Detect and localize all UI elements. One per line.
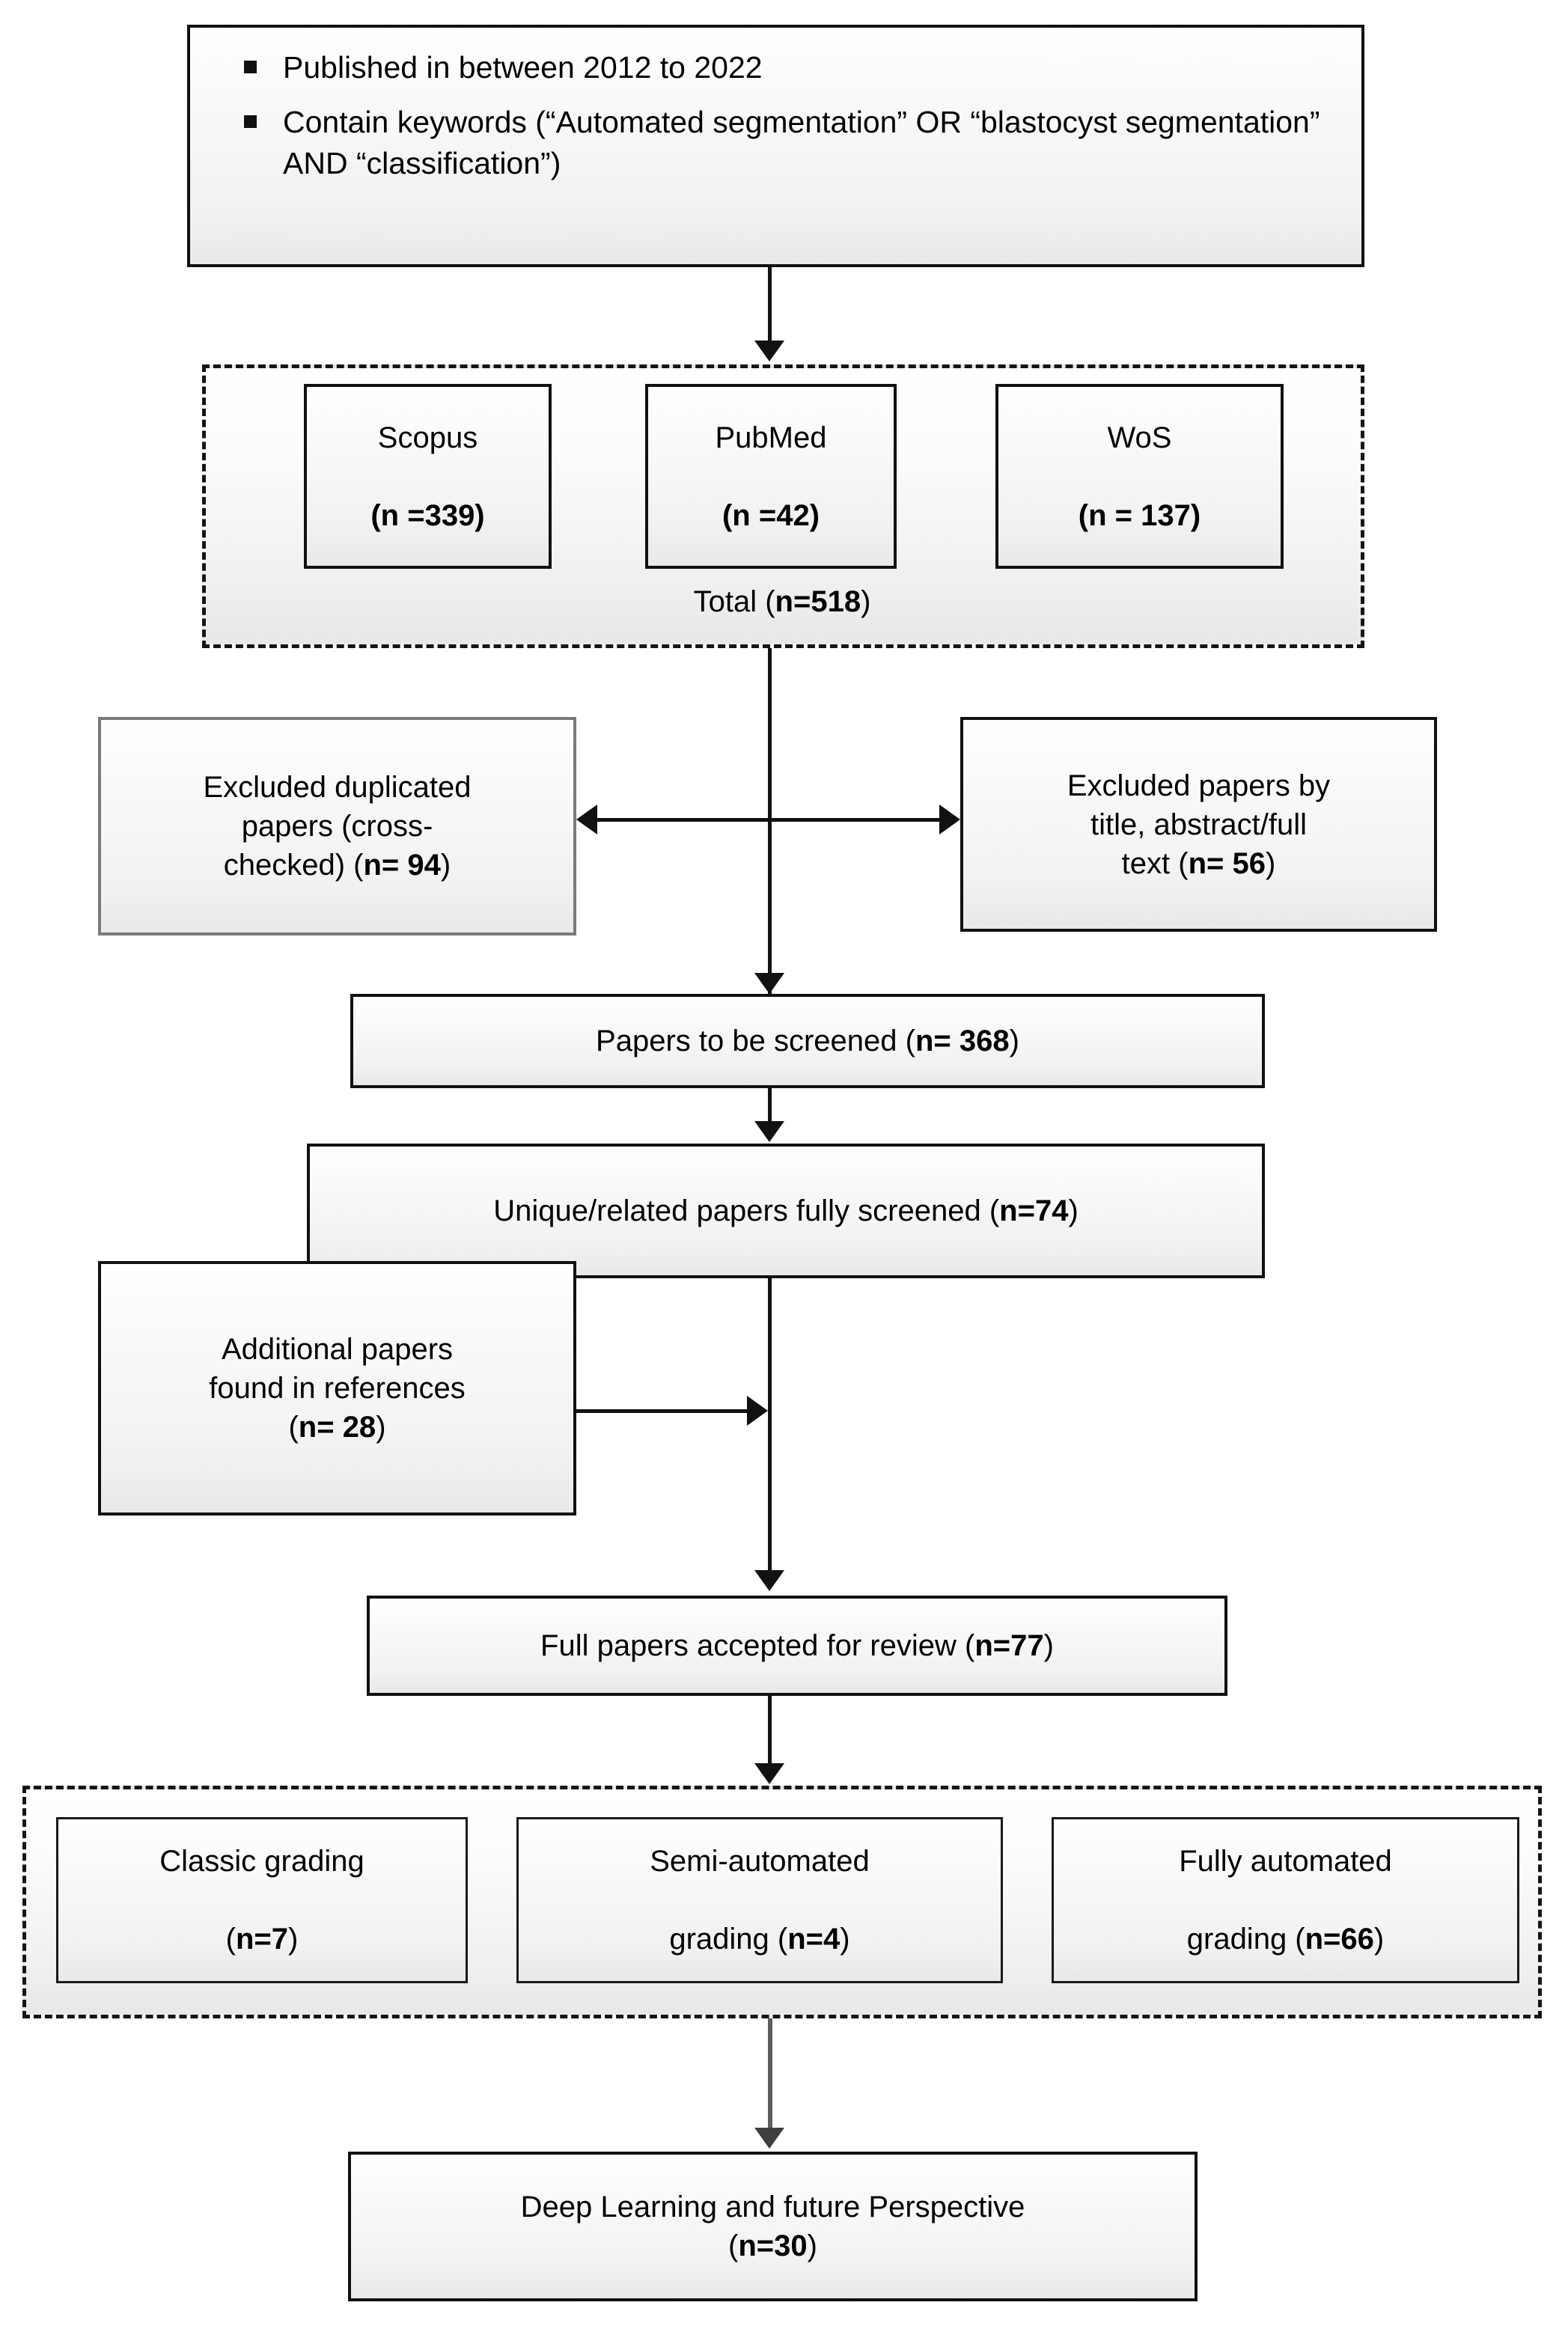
database-box-wos: WoS (n = 137) bbox=[995, 384, 1284, 569]
screened-suffix: ) bbox=[1009, 1025, 1019, 1057]
excluded-by-title-line1: Excluded papers by bbox=[1067, 769, 1331, 802]
databases-total-label: Total (n=518) bbox=[569, 585, 995, 619]
connector-additional-papers-to-spine bbox=[576, 1409, 747, 1413]
database-count: (n = 137) bbox=[1078, 498, 1201, 532]
database-name: PubMed bbox=[715, 421, 827, 454]
excluded-duplicates-line2: papers (cross- bbox=[241, 810, 433, 843]
excluded-duplicates-count: n= 94 bbox=[363, 849, 441, 882]
additional-papers-line3-suffix: ) bbox=[376, 1411, 386, 1444]
connector-fully-screened-to-accepted bbox=[768, 1278, 772, 1576]
fully-screened-prefix: Unique/related papers fully screened ( bbox=[493, 1194, 1000, 1227]
grading-box-fully-automated: Fully automated grading (n=66) bbox=[1052, 1817, 1519, 1983]
arrowhead-left-icon bbox=[576, 805, 597, 834]
excluded-by-title-count: n= 56 bbox=[1188, 846, 1266, 880]
database-count: (n =42) bbox=[722, 498, 820, 532]
connector-accepted-to-grading-group bbox=[768, 1696, 772, 1768]
excluded-duplicates-line3-prefix: checked) ( bbox=[223, 849, 364, 882]
grading-count-prefix: ( bbox=[225, 1923, 236, 1956]
final-count-prefix: ( bbox=[728, 2229, 739, 2262]
arrowhead-right-icon bbox=[939, 805, 960, 834]
additional-papers-box: Additional papers found in references (n… bbox=[98, 1261, 576, 1516]
grading-count-suffix: ) bbox=[288, 1923, 299, 1956]
arrowhead-down-icon bbox=[754, 1763, 784, 1784]
connector-screened-to-fully-screened bbox=[768, 1088, 772, 1123]
grading-label: Semi-automated bbox=[650, 1845, 870, 1878]
total-suffix: ) bbox=[861, 585, 871, 618]
grading-count-prefix: grading ( bbox=[1186, 1923, 1305, 1956]
grading-count: n=7 bbox=[235, 1923, 289, 1956]
criteria-bullet-item: Published in between 2012 to 2022 bbox=[240, 47, 1339, 88]
excluded-by-title-line2: title, abstract/full bbox=[1090, 808, 1307, 841]
excluded-duplicates-box: Excluded duplicated papers (cross- check… bbox=[98, 717, 576, 935]
grading-count: n=4 bbox=[787, 1923, 841, 1956]
final-count: n=30 bbox=[738, 2229, 808, 2262]
arrowhead-down-icon bbox=[754, 1570, 784, 1591]
criteria-bullet-item: Contain keywords (“Automated segmentatio… bbox=[240, 102, 1339, 184]
grading-count-suffix: ) bbox=[1373, 1923, 1385, 1956]
excluded-by-title-line3-prefix: text ( bbox=[1121, 846, 1189, 880]
grading-count-suffix: ) bbox=[840, 1923, 850, 1956]
grading-count: n=66 bbox=[1305, 1923, 1374, 1956]
arrowhead-down-icon bbox=[754, 973, 784, 994]
total-prefix: Total ( bbox=[693, 585, 775, 618]
final-outcome-box: Deep Learning and future Perspective (n=… bbox=[348, 2152, 1198, 2301]
grading-label: Fully automated bbox=[1179, 1845, 1392, 1878]
database-box-pubmed: PubMed (n =42) bbox=[645, 384, 897, 569]
arrowhead-down-icon bbox=[754, 1121, 784, 1142]
screened-count: n= 368 bbox=[915, 1025, 1010, 1057]
fully-screened-count: n=74 bbox=[999, 1194, 1069, 1227]
papers-to-be-screened-box: Papers to be screened (n= 368) bbox=[350, 994, 1265, 1088]
accepted-prefix: Full papers accepted for review ( bbox=[540, 1629, 975, 1662]
excluded-by-title-box: Excluded papers by title, abstract/full … bbox=[960, 717, 1437, 932]
excluded-duplicates-line1: Excluded duplicated bbox=[203, 771, 472, 804]
database-count: (n =339) bbox=[370, 498, 485, 532]
grading-label: Classic grading bbox=[159, 1845, 364, 1878]
screened-prefix: Papers to be screened ( bbox=[596, 1025, 915, 1057]
excluded-by-title-line3-suffix: ) bbox=[1265, 846, 1276, 880]
connector-criteria-to-databases bbox=[768, 267, 772, 345]
arrowhead-down-icon bbox=[754, 341, 784, 361]
database-name: WoS bbox=[1107, 421, 1172, 454]
grading-count-prefix: grading ( bbox=[669, 1923, 788, 1956]
fully-screened-box: Unique/related papers fully screened (n=… bbox=[307, 1144, 1265, 1278]
accepted-papers-box: Full papers accepted for review (n=77) bbox=[367, 1596, 1227, 1696]
additional-papers-line2: found in references bbox=[209, 1372, 466, 1405]
additional-papers-line3-prefix: ( bbox=[288, 1411, 299, 1444]
inclusion-criteria-box: Published in between 2012 to 2022 Contai… bbox=[187, 25, 1364, 267]
grading-box-classic: Classic grading (n=7) bbox=[56, 1817, 468, 1983]
criteria-bullet-list: Published in between 2012 to 2022 Contai… bbox=[190, 28, 1361, 198]
fully-screened-suffix: ) bbox=[1068, 1194, 1079, 1227]
arrowhead-down-icon bbox=[754, 2128, 784, 2149]
database-box-scopus: Scopus (n =339) bbox=[304, 384, 552, 569]
excluded-duplicates-line3-suffix: ) bbox=[440, 849, 451, 882]
final-line1: Deep Learning and future Perspective bbox=[520, 2191, 1025, 2223]
connector-grading-group-to-final bbox=[768, 2018, 772, 2131]
connector-spine-to-excluded-duplicates bbox=[597, 818, 771, 822]
accepted-count: n=77 bbox=[974, 1629, 1044, 1662]
additional-papers-line1: Additional papers bbox=[221, 1333, 454, 1366]
database-name: Scopus bbox=[377, 421, 478, 454]
connector-spine-to-excluded-by-title bbox=[768, 818, 939, 822]
arrowhead-right-icon bbox=[747, 1396, 768, 1426]
additional-papers-count: n= 28 bbox=[298, 1411, 376, 1444]
total-value: n=518 bbox=[775, 585, 861, 618]
grading-box-semi-automated: Semi-automated grading (n=4) bbox=[516, 1817, 1003, 1983]
final-count-suffix: ) bbox=[807, 2229, 817, 2262]
accepted-suffix: ) bbox=[1043, 1629, 1054, 1662]
